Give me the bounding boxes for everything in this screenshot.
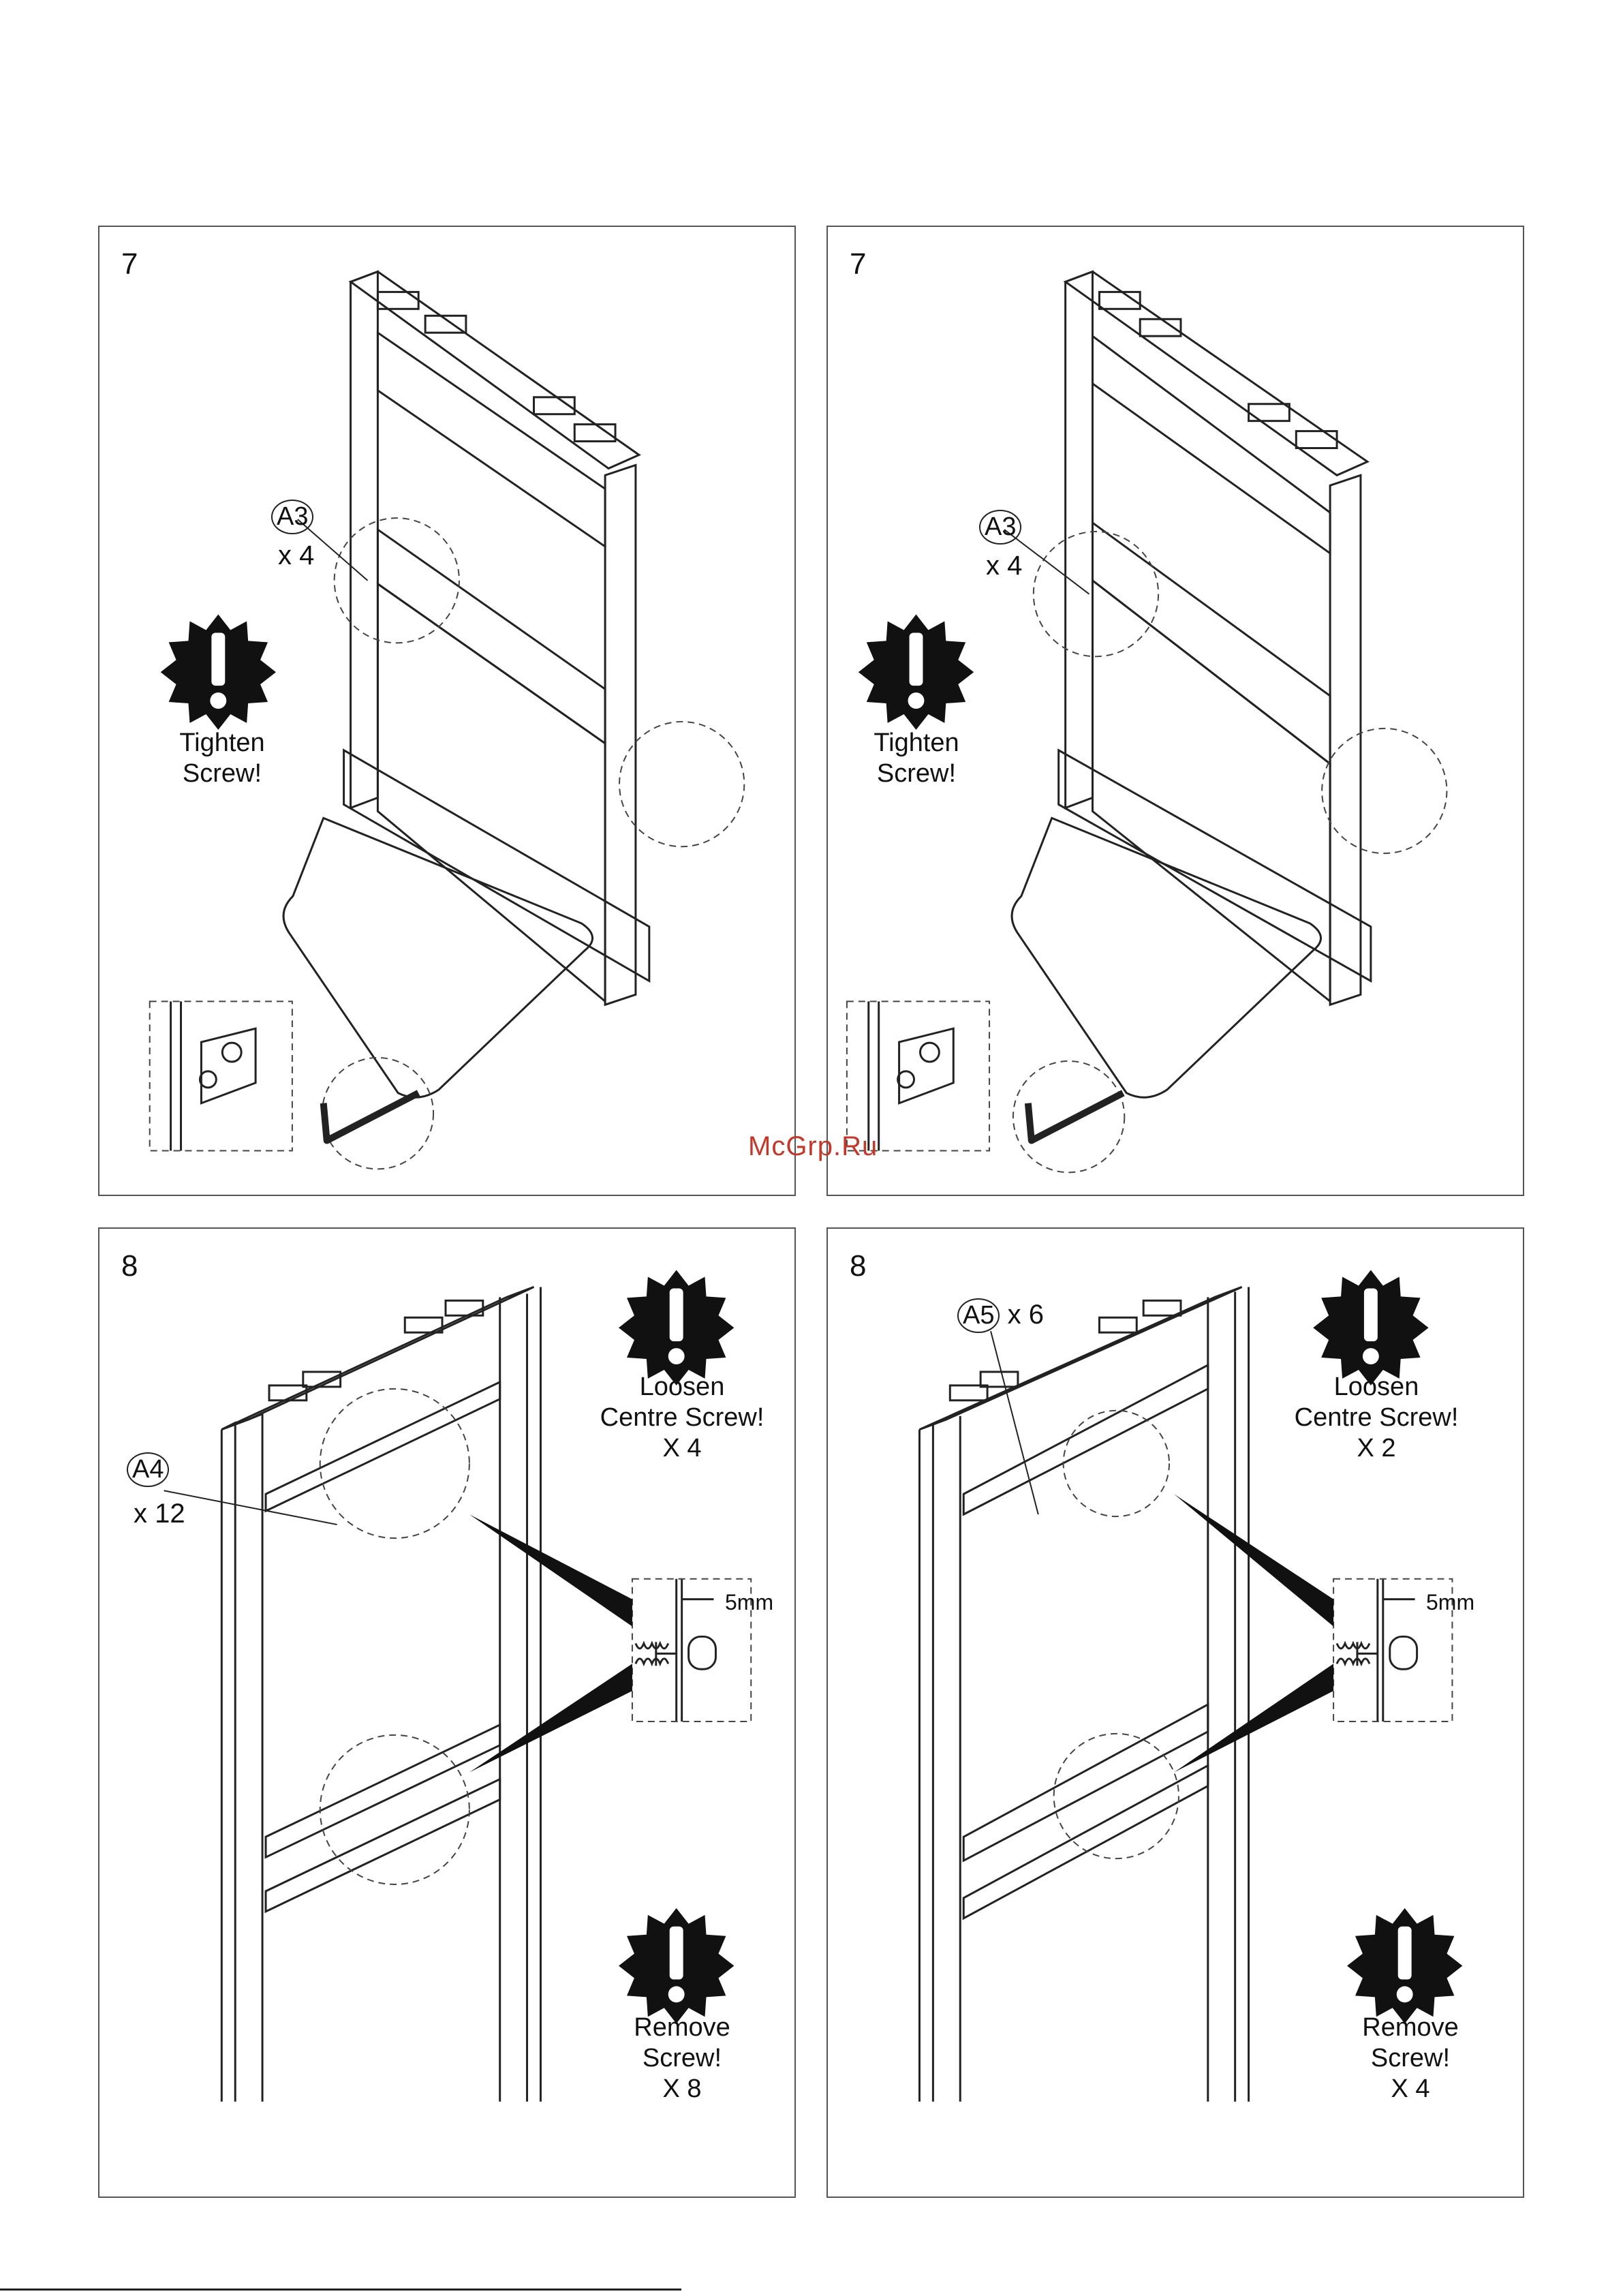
part-code-badge: A3: [979, 510, 1021, 545]
allen-key-icon: [1028, 1093, 1123, 1141]
warning-starburst-icon: [1313, 1270, 1428, 1386]
part-label: A3: [271, 500, 313, 534]
watermark: McGrp.Ru: [748, 1131, 878, 1162]
warning-starburst-icon: [859, 615, 974, 730]
dimension-label: 5mm: [725, 1590, 773, 1615]
step-number: 8: [121, 1249, 138, 1283]
part-quantity: x 12: [134, 1499, 185, 1529]
tighten-screw-note: Tighten Screw!: [154, 728, 290, 789]
step-8-right-panel: 8 A5 x 6 Loosen Centre Screw! X 2 5mm Re…: [826, 1227, 1524, 2198]
part-quantity: x 6: [1008, 1300, 1044, 1330]
part-quantity: x 4: [278, 540, 314, 571]
remove-screw-note: Remove Screw! X 8: [597, 2012, 767, 2104]
warning-starburst-icon: [619, 1270, 734, 1386]
loosen-centre-screw-note: Loosen Centre Screw! X 4: [590, 1372, 774, 1464]
step-8-left-panel: 8 A4 x 12 Loosen Centre Screw! X 4 5mm R…: [98, 1227, 796, 2198]
step-number: 8: [850, 1249, 866, 1283]
dimension-label: 5mm: [1426, 1590, 1474, 1615]
tighten-screw-note: Tighten Screw!: [848, 728, 985, 789]
remove-screw-note: Remove Screw! X 4: [1325, 2012, 1496, 2104]
part-label: A5 x 6: [957, 1298, 1044, 1333]
warning-starburst-icon: [1347, 1908, 1462, 2023]
stand-illustration: [828, 227, 1523, 1195]
footer-rule: [0, 2289, 681, 2291]
allen-key-icon: [324, 1093, 418, 1141]
part-quantity: x 4: [986, 551, 1022, 581]
warning-starburst-icon: [619, 1908, 734, 2023]
loosen-centre-screw-note: Loosen Centre Screw! X 2: [1284, 1372, 1468, 1464]
part-code-badge: A3: [271, 500, 313, 534]
step-number: 7: [121, 247, 138, 281]
step-7-right-panel: 7 A3 x 4 Tighten Screw!: [826, 226, 1524, 1196]
step-number: 7: [850, 247, 866, 281]
part-label: A3: [979, 510, 1021, 545]
warning-starburst-icon: [161, 615, 276, 730]
part-code-badge: A4: [127, 1452, 169, 1487]
part-code-badge: A5: [957, 1298, 1000, 1333]
step-7-left-panel: 7 A3 x 4 Tighten Screw!: [98, 226, 796, 1196]
stand-illustration: [99, 227, 794, 1195]
part-label: A4: [127, 1452, 169, 1487]
